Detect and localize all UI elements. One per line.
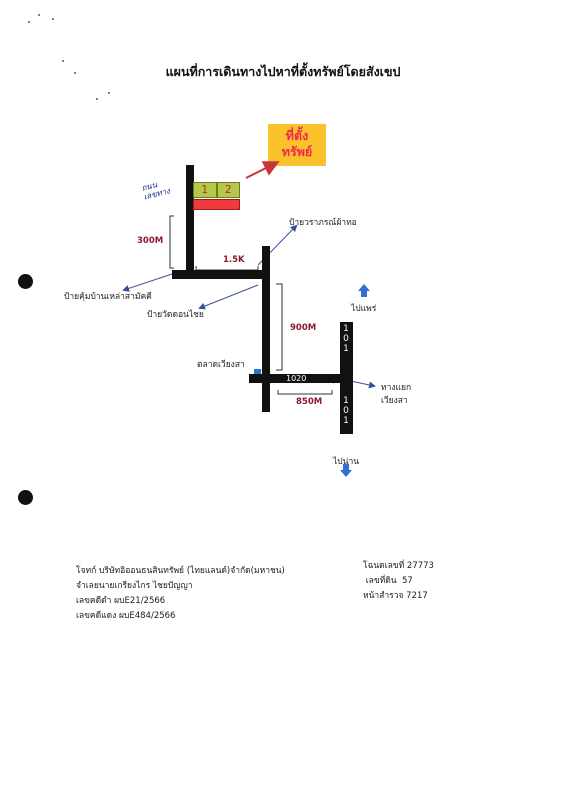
- distance-300m: 300M: [137, 236, 164, 246]
- highway-digit: 1: [343, 396, 349, 406]
- arrow-to-property: [245, 161, 280, 179]
- highway-101-label-upper: 1 0 1: [341, 324, 351, 354]
- land-lots: 1 2: [193, 182, 240, 198]
- punch-hole-top: [18, 274, 33, 289]
- road-1020: [249, 374, 341, 383]
- survey-page: หน้าสำรวจ 7217: [363, 591, 428, 601]
- road-1020-label: 1020: [286, 374, 307, 383]
- highway-digit: 0: [343, 334, 349, 344]
- land-number: เลขที่ดิน 57: [363, 576, 413, 586]
- scan-speck: [96, 98, 98, 100]
- highway-101-label-lower: 1 0 1: [341, 396, 351, 426]
- highway-101: [340, 322, 353, 434]
- bracket-300m: [169, 215, 174, 269]
- scan-speck: [108, 92, 110, 94]
- lot-1: 1: [193, 182, 217, 198]
- to-phrae-label: ไปแพร่: [351, 304, 377, 314]
- distance-850m: 850M: [296, 397, 323, 407]
- arrow-down-icon: [340, 464, 352, 477]
- scan-speck: [52, 18, 54, 20]
- property-location-line1: ที่ตั้ง: [285, 128, 309, 143]
- scan-speck: [38, 14, 40, 16]
- title-deed-details: โฉนดเลขที่ 27773 เลขที่ดิน 57 หน้าสำรวจ …: [363, 559, 434, 604]
- highway-digit: 0: [343, 406, 349, 416]
- dimension-850m: [277, 390, 333, 395]
- arrow-up-icon: [358, 284, 370, 297]
- junction-label-line2: เวียงสา: [381, 396, 408, 406]
- junction-label-line1: ทางแยก: [381, 383, 412, 393]
- jewelry-sign-label: ป้ายวราภรณ์ผ้าทอ: [289, 218, 357, 228]
- highway-digit: 1: [343, 344, 349, 354]
- market-marker-icon: [254, 369, 261, 376]
- case-details: โจทก์ บริษัทอิออนธนสินทรัพย์ (ไทยแลนด์)จ…: [76, 564, 285, 624]
- black-case-number: เลขคดีดำ ผบE21/2566: [76, 596, 166, 606]
- road-to-property: [186, 165, 194, 277]
- leader-temple-sign: [198, 284, 259, 310]
- defendant: จำเลยนายเกรียงไกร ไชยปัญญา: [76, 581, 193, 591]
- distance-1-5k: 1.5K: [223, 255, 245, 265]
- deed-number: โฉนดเลขที่ 27773: [363, 561, 434, 571]
- property-location-label: ที่ตั้ง ทรัพย์: [268, 124, 326, 166]
- market-label: ตลาดเวียงสา: [197, 360, 245, 370]
- map-title: แผนที่การเดินทางไปหาที่ตั้งทรัพย์โดยสังเ…: [165, 64, 401, 79]
- to-nan-label: ไปน่าน: [333, 457, 360, 467]
- scan-speck: [74, 72, 76, 74]
- punch-hole-bottom: [18, 490, 33, 505]
- highway-digit: 1: [343, 324, 349, 334]
- junction-label: ทางแยก เวียงสา: [381, 382, 411, 408]
- distance-900m: 900M: [290, 323, 317, 333]
- alley-sign-label: ป้ายคุ้มบ้านเหล่าสามัคคี: [64, 292, 152, 302]
- scan-speck: [62, 60, 64, 62]
- temple-sign-label: ป้ายวัดดอนไชย: [147, 310, 204, 320]
- red-case-number: เลขคดีแดง ผบE484/2566: [76, 611, 176, 621]
- highway-digit: 1: [343, 416, 349, 426]
- road-main-vertical: [262, 246, 270, 412]
- lot-frontage: [193, 199, 240, 210]
- property-location-line2: ทรัพย์: [281, 144, 313, 159]
- lot-2: 2: [216, 182, 240, 198]
- scan-speck: [28, 21, 30, 23]
- road-alley-horizontal: [172, 270, 270, 279]
- bracket-900m: [276, 283, 283, 371]
- leader-alley-sign: [122, 271, 179, 292]
- plaintiff: โจทก์ บริษัทอิออนธนสินทรัพย์ (ไทยแลนด์)จ…: [76, 566, 285, 576]
